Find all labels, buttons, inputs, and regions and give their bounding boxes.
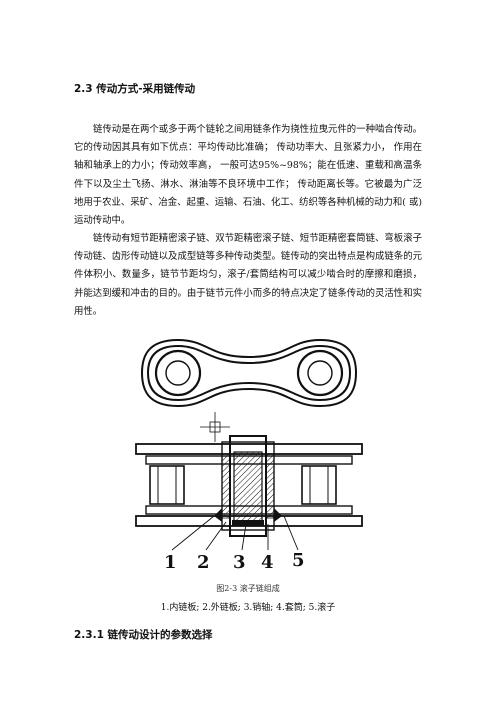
subsection-heading: 2.3.1 链传动设计的参数选择 <box>74 629 213 641</box>
part-number-4: 4 <box>261 552 274 572</box>
section-heading: 2.3 传动方式-采用链传动 <box>74 83 196 95</box>
part-number-5: 5 <box>292 550 305 571</box>
part-number-1: 1 <box>164 552 177 572</box>
paragraph-2: 链传动有短节距精密滚子链、双节距精密滚子链、短节距精密套筒链、弯板滚子传动链、齿… <box>74 230 422 321</box>
figure-legend: 1.内链板; 2.外链板; 3.销轴; 4.套筒; 5.滚子 <box>160 603 336 613</box>
paragraph-1: 链传动是在两个或多于两个链轮之间用链条作为挠性拉曳元件的一种啮合传动。它的传动因… <box>74 121 422 230</box>
figure-caption: 图2-3 滚子链组成 <box>216 584 280 593</box>
roller-chain-section-figure: 1 2 3 4 5 <box>135 412 363 572</box>
chain-side-view-figure <box>140 338 358 408</box>
paragraph-1-text: 链传动是在两个或多于两个链轮之间用链条作为挠性拉曳元件的一种啮合传动。它的传动因… <box>74 124 422 227</box>
part-number-3: 3 <box>233 552 246 572</box>
paragraph-2-text: 链传动有短节距精密滚子链、双节距精密滚子链、短节距精密套筒链、弯板滚子传动链、齿… <box>74 233 422 317</box>
part-number-2: 2 <box>197 552 210 572</box>
